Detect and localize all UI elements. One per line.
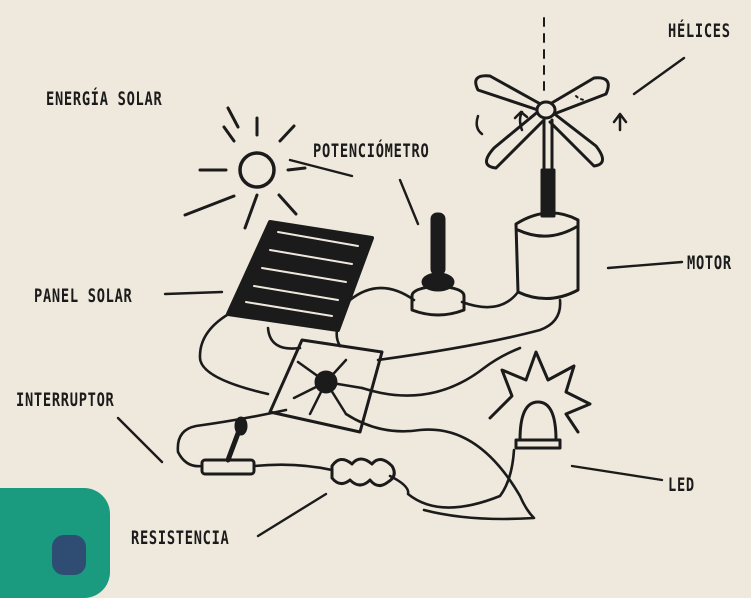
circuit-diagram bbox=[0, 0, 751, 563]
label-panel-solar: PANEL SOLAR bbox=[34, 285, 133, 307]
propeller-icon bbox=[476, 18, 626, 170]
potentiometer-icon bbox=[412, 214, 464, 315]
switch-icon bbox=[202, 418, 254, 474]
resistor-icon bbox=[332, 459, 394, 486]
led-icon bbox=[490, 352, 590, 448]
connector-board-icon bbox=[270, 340, 382, 432]
label-potenciometro: POTENCIÓMETRO bbox=[313, 140, 429, 162]
label-led: LED bbox=[668, 474, 695, 496]
label-interruptor: INTERRUPTOR bbox=[16, 389, 115, 411]
label-energia-solar: ENERGÍA SOLAR bbox=[46, 88, 162, 110]
label-helices: HÉLICES bbox=[668, 20, 731, 42]
sun-icon bbox=[185, 108, 305, 228]
label-motor: MOTOR bbox=[687, 252, 732, 274]
motor-icon bbox=[516, 170, 578, 299]
solar-panel-icon bbox=[228, 222, 372, 330]
label-resistencia: RESISTENCIA bbox=[131, 527, 230, 549]
